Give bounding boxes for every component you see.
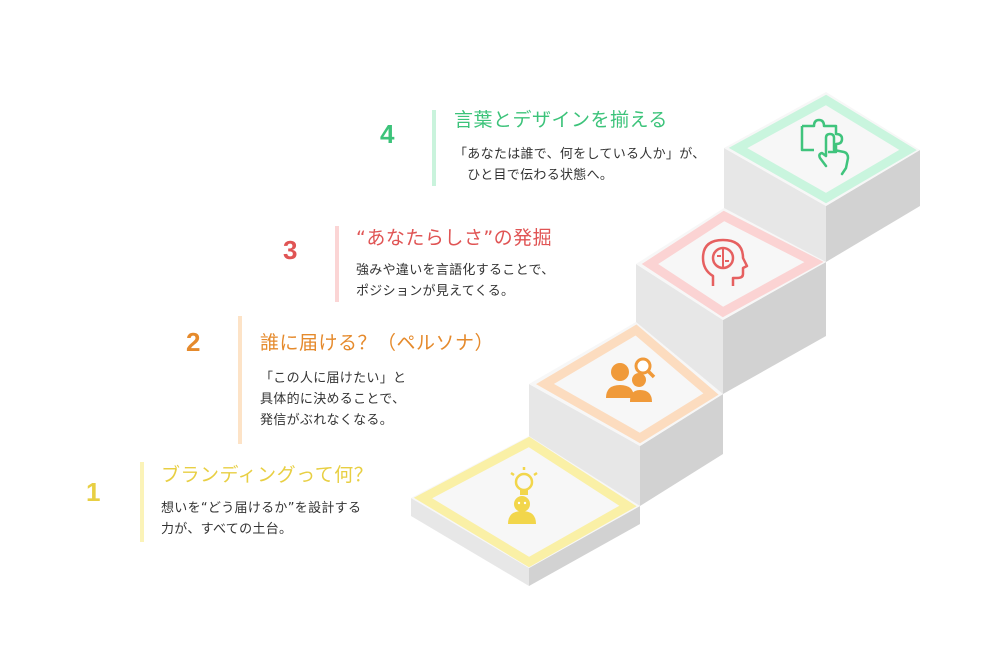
step-4-top-face	[724, 92, 920, 206]
step-4-block	[724, 92, 920, 206]
step-1-right-face	[529, 506, 640, 586]
step-2-block	[529, 322, 723, 446]
step-4-description: 「あなたは誰で、何をしている人か」が、 ひと目で伝わる状態へ。	[454, 147, 706, 183]
step-3-title: “あなたらしさ”の発掘	[356, 227, 553, 249]
riser-2-right-face	[723, 262, 826, 394]
step-1-left-face	[411, 498, 529, 586]
hand-puzzle-icon	[800, 118, 850, 176]
step-4-title: 言葉とデザインを揃える	[454, 109, 668, 131]
step-4-number: 4	[380, 119, 395, 149]
riser-2-left-face	[636, 264, 723, 394]
people-search-icon	[606, 357, 656, 402]
step-1-description: 想いを“どう届けるか”を設計する 力が、すべての土台。	[161, 501, 362, 537]
riser-3-right-face	[826, 150, 920, 262]
step-3-description: 強みや違いを言語化することで、 ポジションが見えてくる。	[356, 263, 555, 299]
step-2-accent-bar	[238, 316, 242, 444]
step-1-number: 1	[86, 477, 101, 507]
step-3-accent-bar	[335, 226, 339, 302]
step-1-accent-bar	[140, 462, 144, 542]
step-4-accent-bar	[432, 110, 436, 186]
riser-1-left-face	[529, 384, 640, 506]
step-3-tile-frame	[641, 210, 824, 318]
riser-1-right-face	[640, 394, 723, 506]
step-2-number: 2	[186, 327, 201, 357]
step-2-description: 「この人に届けたい」と 具体的に決めることで、 発信がぶれなくなる。	[260, 371, 407, 428]
riser-3-left-face	[724, 148, 826, 262]
step-2-title: 誰に届ける？（ペルソナ）	[260, 332, 495, 354]
step-3-number: 3	[283, 235, 298, 265]
step-2-tile-frame	[536, 324, 719, 444]
step-1-title: ブランディングって何？	[161, 464, 374, 486]
step-1-tile-frame	[413, 436, 637, 568]
step-4-tile-frame	[728, 94, 917, 204]
person-lightbulb-icon	[508, 467, 538, 524]
head-brain-icon	[701, 238, 749, 286]
